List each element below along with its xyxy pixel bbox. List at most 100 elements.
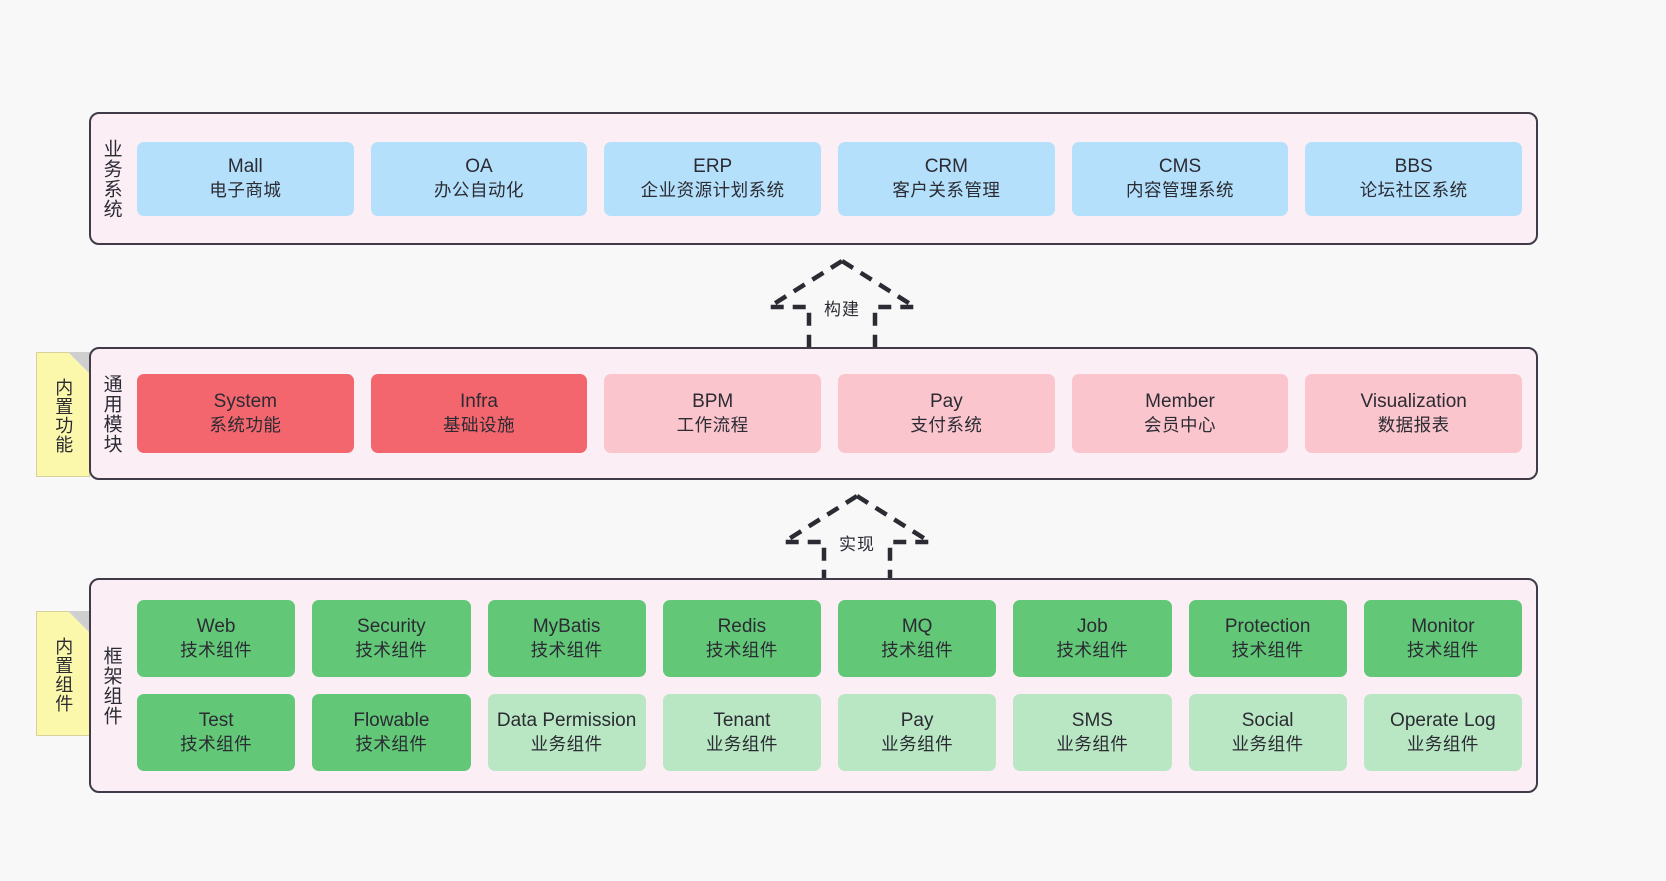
node-cn-label: 业务组件 (1406, 734, 1479, 755)
node-en-label: BPM (692, 391, 734, 413)
node-en-label: Tenant (713, 710, 771, 732)
node-bpm[interactable]: BPM 工作流程 (604, 374, 822, 453)
note-label: 内置功能 (53, 377, 74, 454)
node-social[interactable]: Social 业务组件 (1188, 694, 1347, 771)
node-cn-label: 业务组件 (705, 734, 778, 755)
node-operate-log[interactable]: Operate Log 业务组件 (1363, 694, 1522, 771)
node-en-label: ERP (693, 156, 733, 178)
node-cn-label: 系统功能 (209, 415, 282, 436)
node-cn-label: 电子商城 (209, 180, 282, 201)
node-en-label: Security (357, 616, 426, 638)
node-cn-label: 技术组件 (180, 640, 253, 661)
node-en-label: System (213, 391, 278, 413)
node-data-permission[interactable]: Data Permission 业务组件 (487, 694, 646, 771)
node-cn-label: 客户关系管理 (892, 180, 1001, 201)
node-en-label: Mall (227, 156, 263, 178)
node-en-label: Social (1241, 710, 1294, 732)
node-en-label: Flowable (353, 710, 430, 732)
node-row: Test 技术组件 Flowable 技术组件 Data Permission … (137, 694, 1522, 771)
node-row: Mall 电子商城 OA 办公自动化 ERP 企业资源计划系统 CRM 客户关系… (137, 141, 1523, 216)
layer-title-common-module: 通用模块 (100, 373, 122, 454)
node-web[interactable]: Web 技术组件 (137, 600, 296, 677)
layer-framework-component: 框架组件 Web 技术组件 Security 技术组件 MyBatis 技术组件… (89, 578, 1538, 793)
node-en-label: Monitor (1411, 616, 1475, 638)
node-en-label: Web (196, 616, 236, 638)
node-visualization[interactable]: Visualization 数据报表 (1305, 374, 1523, 453)
node-en-label: Data Permission (496, 710, 637, 732)
node-cn-label: 技术组件 (530, 640, 603, 661)
node-en-label: Operate Log (1390, 710, 1496, 732)
node-en-label: Job (1077, 616, 1108, 638)
node-cn-label: 技术组件 (355, 640, 428, 661)
node-mall[interactable]: Mall 电子商城 (137, 141, 354, 216)
node-en-label: Member (1145, 391, 1215, 413)
node-cn-label: 企业资源计划系统 (640, 180, 785, 201)
node-en-label: Protection (1224, 616, 1311, 638)
node-cn-label: 基础设施 (443, 415, 515, 436)
node-crm[interactable]: CRM 客户关系管理 (838, 141, 1055, 216)
node-en-label: BBS (1394, 156, 1433, 178)
node-redis[interactable]: Redis 技术组件 (662, 600, 821, 677)
node-cn-label: 技术组件 (1231, 640, 1304, 661)
connector-build-label: 构建 (824, 300, 860, 319)
node-cms[interactable]: CMS 内容管理系统 (1071, 141, 1289, 216)
layer-body-common-module: System 系统功能 Infra 基础设施 BPM 工作流程 Pay 支付系统… (131, 349, 1536, 478)
node-en-label: Redis (717, 616, 767, 638)
node-test[interactable]: Test 技术组件 (137, 694, 296, 771)
node-cn-label: 技术组件 (881, 640, 954, 661)
layer-body-framework-component: Web 技术组件 Security 技术组件 MyBatis 技术组件 Redi… (131, 580, 1536, 791)
node-en-label: MyBatis (532, 616, 601, 638)
node-pay-component[interactable]: Pay 业务组件 (838, 694, 997, 771)
node-en-label: CMS (1158, 156, 1202, 178)
node-row: System 系统功能 Infra 基础设施 BPM 工作流程 Pay 支付系统… (137, 374, 1523, 453)
node-en-label: MQ (901, 616, 933, 638)
node-cn-label: 支付系统 (910, 415, 983, 436)
node-tenant[interactable]: Tenant 业务组件 (662, 694, 821, 771)
connector-realize-arrow: 实现 (772, 492, 942, 592)
note-label: 内置组件 (53, 636, 74, 713)
node-pay-module[interactable]: Pay 支付系统 (838, 374, 1055, 453)
node-cn-label: 工作流程 (676, 415, 749, 436)
node-cn-label: 业务组件 (530, 734, 603, 755)
layer-title-business-system: 业务系统 (100, 138, 122, 219)
node-oa[interactable]: OA 办公自动化 (370, 141, 588, 216)
node-security[interactable]: Security 技术组件 (312, 600, 471, 677)
node-en-label: Test (198, 710, 234, 732)
node-mq[interactable]: MQ 技术组件 (838, 600, 997, 677)
node-mybatis[interactable]: MyBatis 技术组件 (487, 600, 646, 677)
node-row: Web 技术组件 Security 技术组件 MyBatis 技术组件 Redi… (137, 600, 1522, 677)
node-en-label: Visualization (1360, 391, 1467, 413)
connector-realize-label: 实现 (839, 535, 875, 554)
layer-business-system: 业务系统 Mall 电子商城 OA 办公自动化 ERP 企业资源计划系统 CRM… (89, 112, 1538, 245)
node-cn-label: 技术组件 (355, 734, 428, 755)
node-sms[interactable]: SMS 业务组件 (1013, 694, 1172, 771)
node-cn-label: 技术组件 (180, 734, 253, 755)
layer-title-framework-component: 框架组件 (100, 645, 122, 726)
node-system[interactable]: System 系统功能 (137, 374, 354, 453)
node-en-label: OA (465, 156, 493, 178)
note-builtin-functions: 内置功能 (36, 352, 90, 477)
node-erp[interactable]: ERP 企业资源计划系统 (604, 141, 822, 216)
note-builtin-components: 内置组件 (36, 611, 90, 736)
layer-body-business-system: Mall 电子商城 OA 办公自动化 ERP 企业资源计划系统 CRM 客户关系… (131, 114, 1536, 243)
node-cn-label: 业务组件 (1231, 734, 1304, 755)
node-bbs[interactable]: BBS 论坛社区系统 (1305, 141, 1523, 216)
node-job[interactable]: Job 技术组件 (1013, 600, 1172, 677)
layer-common-module: 通用模块 System 系统功能 Infra 基础设施 BPM 工作流程 Pay… (89, 347, 1538, 480)
node-cn-label: 数据报表 (1377, 415, 1450, 436)
node-cn-label: 业务组件 (881, 734, 954, 755)
node-flowable[interactable]: Flowable 技术组件 (312, 694, 471, 771)
connector-build-arrow: 构建 (757, 257, 927, 357)
node-cn-label: 技术组件 (1406, 640, 1479, 661)
node-cn-label: 内容管理系统 (1126, 180, 1235, 201)
node-cn-label: 技术组件 (1056, 640, 1129, 661)
node-infra[interactable]: Infra 基础设施 (370, 374, 588, 453)
node-en-label: Pay (900, 710, 934, 732)
node-cn-label: 会员中心 (1144, 415, 1217, 436)
node-cn-label: 办公自动化 (434, 180, 524, 201)
node-cn-label: 论坛社区系统 (1359, 180, 1468, 201)
node-monitor[interactable]: Monitor 技术组件 (1363, 600, 1522, 677)
node-member[interactable]: Member 会员中心 (1071, 374, 1289, 453)
node-protection[interactable]: Protection 技术组件 (1188, 600, 1347, 677)
node-en-label: Pay (929, 391, 963, 413)
